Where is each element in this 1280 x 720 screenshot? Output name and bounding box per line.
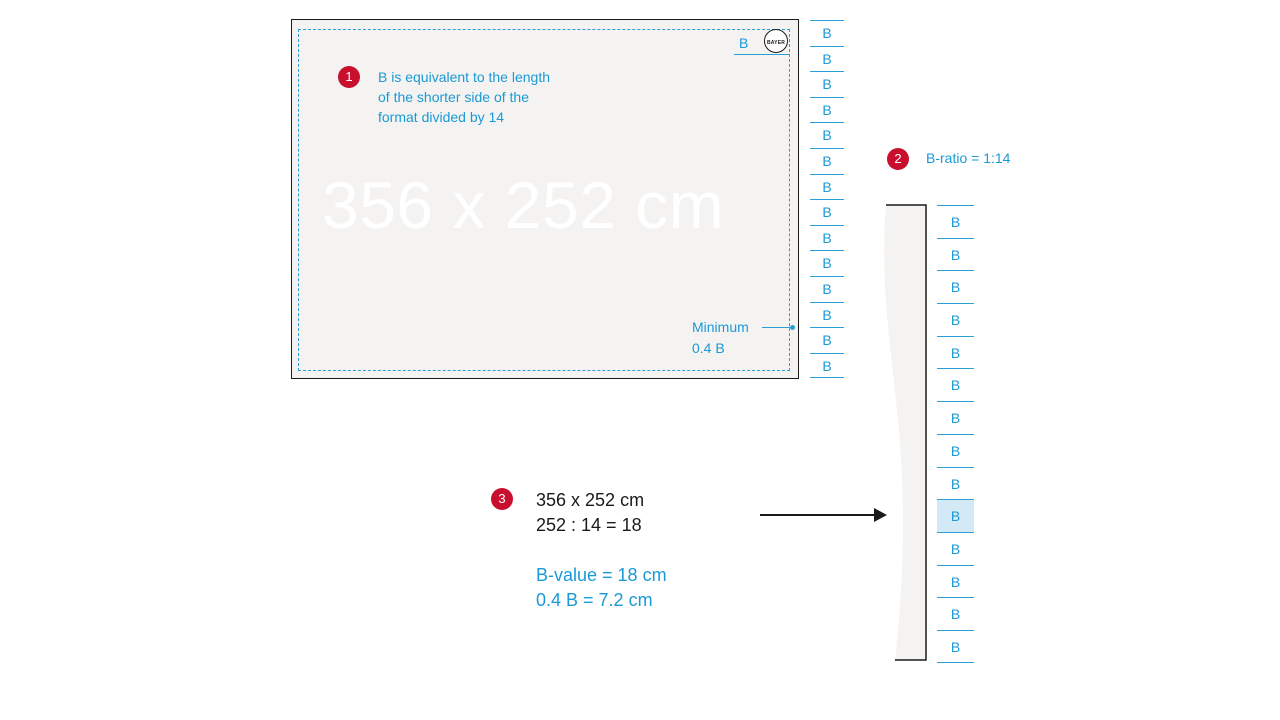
calculation-line: 252 : 14 = 18 — [536, 515, 642, 535]
b-scale-cell: B — [937, 531, 974, 565]
safe-area-border — [298, 29, 790, 371]
b-scale-cell: B — [810, 301, 844, 328]
minimum-pointer-line — [762, 327, 792, 328]
b-scale-cell: B — [937, 466, 974, 500]
calculation-line: 356 x 252 cm — [536, 490, 645, 510]
badge-1: 1 — [338, 66, 360, 88]
b-scale-cell: B — [810, 45, 844, 72]
tall-poster-side — [884, 204, 927, 661]
result-line: 0.4 B = 7.2 cm — [536, 590, 653, 610]
logo-horizontal-text: BAYER — [767, 40, 786, 46]
note-1-text: B is equivalent to the length of the sho… — [378, 67, 598, 127]
tall-poster-fill — [884, 205, 926, 660]
poster-frame — [291, 19, 799, 379]
b-scale-cell: B — [937, 205, 974, 238]
minimum-label: Minimum 0.4 B — [692, 317, 749, 359]
result-line: B-value = 18 cm — [536, 565, 667, 585]
b-scale-cell-highlighted: B — [937, 499, 974, 532]
b-scale-cell: B — [937, 270, 974, 303]
badge-3: 3 — [491, 488, 513, 510]
b-scale-cell: B — [810, 352, 844, 379]
b-scale-cell: B — [810, 20, 844, 46]
calculation-block: 356 x 252 cm 252 : 14 = 18 — [536, 488, 644, 538]
top-b-underline — [734, 54, 790, 55]
minimum-line-1: Minimum — [692, 319, 749, 335]
b-scale-cell: B — [937, 237, 974, 271]
b-scale-cell: B — [937, 401, 974, 434]
note-1-line: of the shorter side of the — [378, 89, 529, 105]
b-scale-column-tall: B B B B B B B B B B B B B B — [937, 205, 974, 663]
result-block: B-value = 18 cm 0.4 B = 7.2 cm — [536, 563, 667, 613]
b-scale-cell: B — [810, 122, 844, 148]
b-ratio-label: B-ratio = 1:14 — [926, 150, 1011, 166]
b-scale-cell: B — [937, 629, 974, 663]
b-scale-cell: B — [810, 96, 844, 123]
b-scale-cell: B — [810, 250, 844, 276]
bayer-logo: BAYER — [764, 29, 788, 53]
minimum-line-2: 0.4 B — [692, 340, 725, 356]
tall-poster-outline — [886, 204, 927, 661]
b-scale-cell: B — [937, 303, 974, 336]
arrow-line — [760, 514, 876, 516]
note-1-line: B is equivalent to the length — [378, 69, 551, 85]
note-1-line: format divided by 14 — [378, 109, 505, 125]
poster-size-watermark: 356 x 252 cm — [322, 168, 725, 242]
b-scale-cell: B — [810, 71, 844, 97]
b-scale-cell: B — [810, 147, 844, 174]
top-b-label: B — [739, 35, 749, 51]
b-scale-cell: B — [937, 368, 974, 401]
b-scale-cell: B — [937, 335, 974, 369]
b-scale-cell: B — [937, 597, 974, 630]
b-scale-cell: B — [937, 433, 974, 467]
b-scale-cell: B — [810, 275, 844, 302]
b-scale-cell: B — [810, 224, 844, 251]
minimum-pointer-dot — [790, 325, 795, 330]
b-scale-cell: B — [810, 173, 844, 200]
b-scale-cell: B — [937, 564, 974, 598]
b-scale-cell: B — [810, 327, 844, 353]
b-scale-cell: B — [810, 199, 844, 225]
b-scale-column: B B B B B B B B B B B B B B — [810, 20, 844, 379]
arrow-head-icon — [874, 508, 887, 522]
badge-2: 2 — [887, 148, 909, 170]
